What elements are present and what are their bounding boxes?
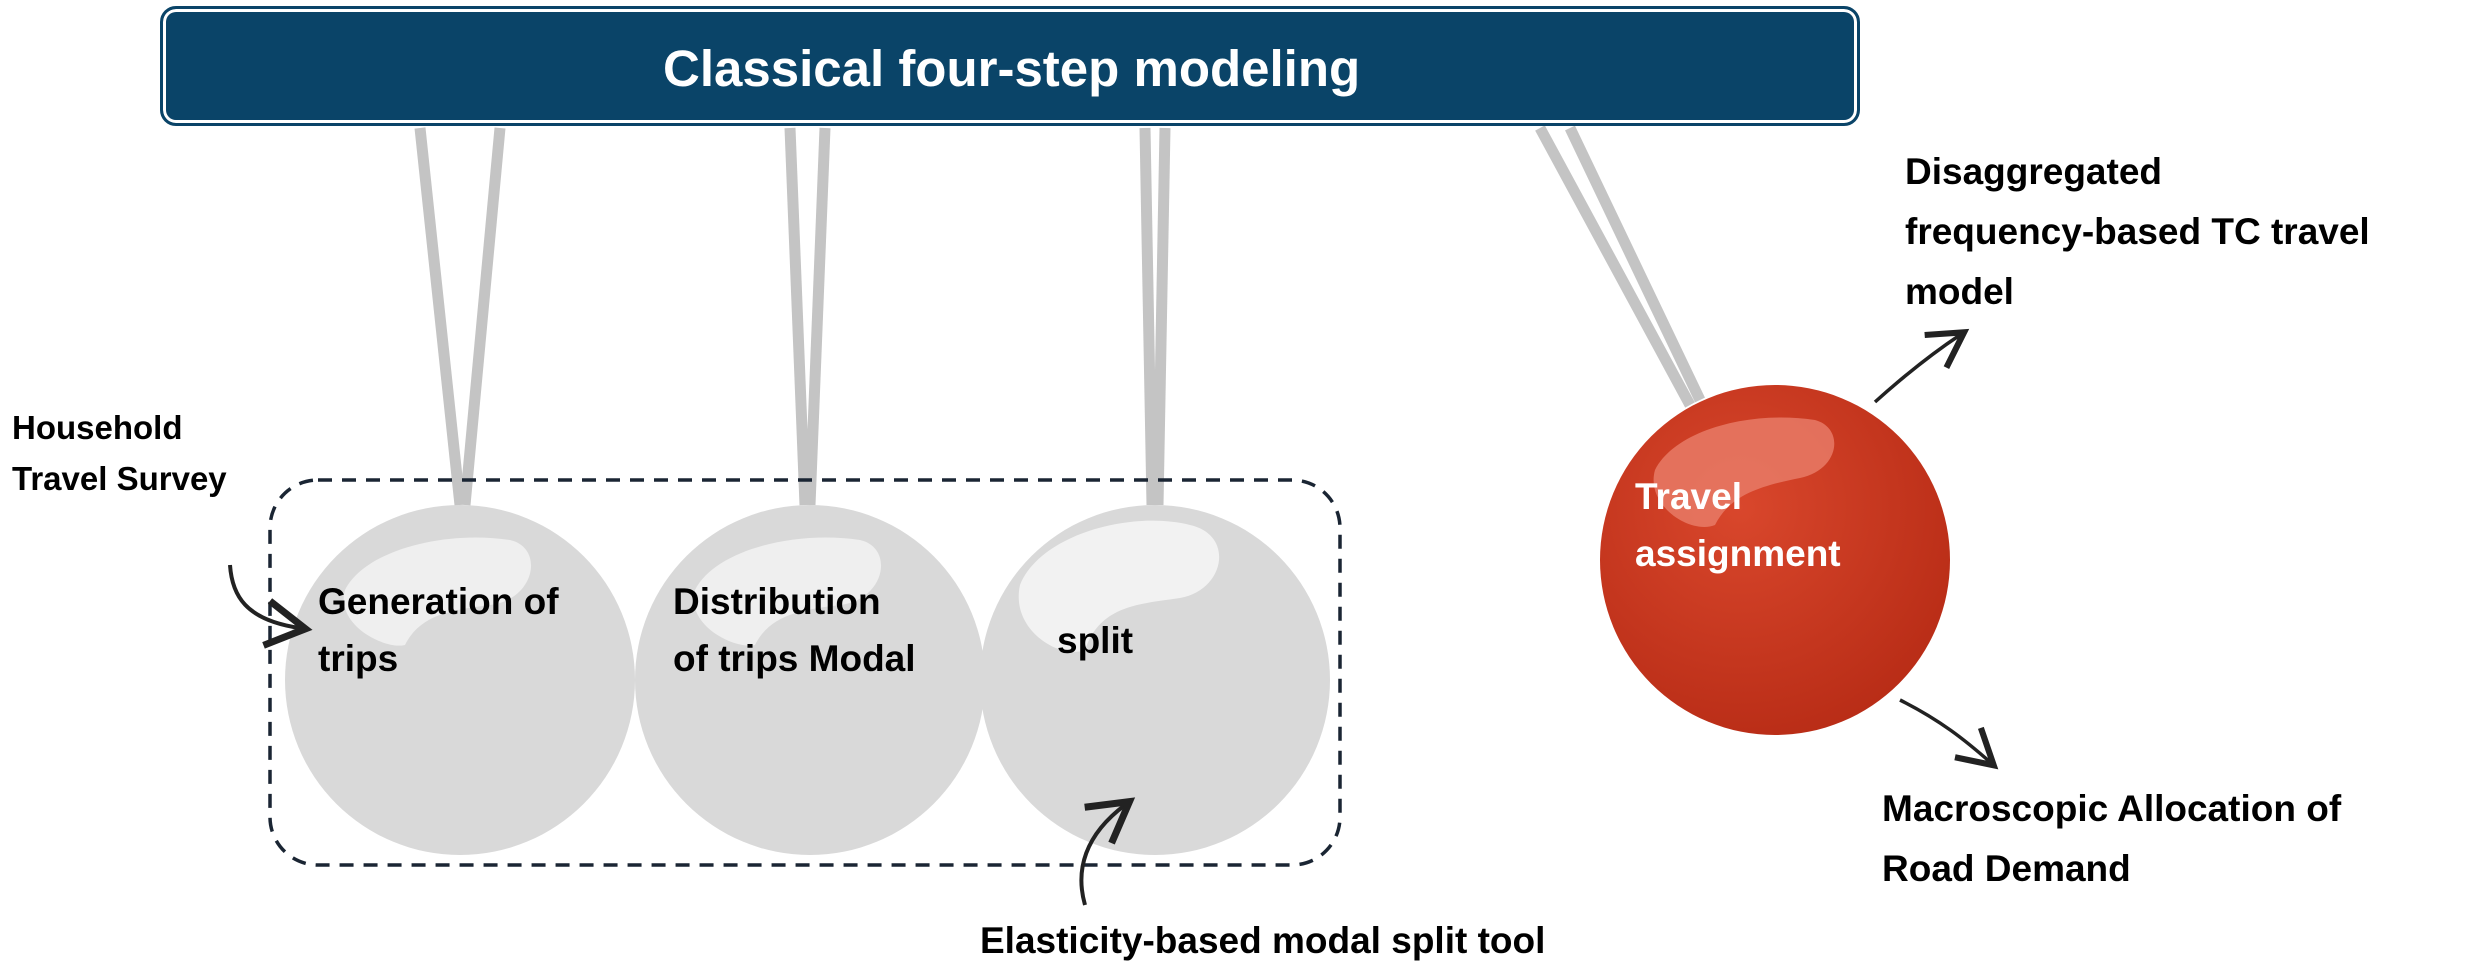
road-demand-arrow	[1899, 698, 1999, 770]
string-1a	[414, 127, 466, 506]
diagram-title: Classical four-step modeling	[663, 40, 1361, 97]
tc-model-line: Disaggregated	[1905, 151, 2163, 192]
tc-model-line: model	[1905, 271, 2014, 312]
road-demand-line: Macroscopic Allocation of	[1882, 788, 2342, 829]
step-line: Travel	[1635, 476, 1742, 517]
elasticity-arrow	[1079, 797, 1136, 906]
step-line: Generation of	[318, 581, 559, 622]
step-line: assignment	[1635, 533, 1841, 574]
tc-model-arrow	[1873, 328, 1970, 404]
string-2a	[784, 127, 811, 506]
step-label-modal-split: split	[1057, 612, 1133, 669]
household-survey-label: Household Travel Survey	[12, 402, 227, 504]
tc-model-label: Disaggregated frequency-based TC travel …	[1905, 142, 2370, 322]
ball-modal-split	[980, 505, 1330, 855]
pendulum-strings	[414, 125, 1705, 506]
road-demand-label: Macroscopic Allocation of Road Demand	[1882, 779, 2341, 899]
ball-generation	[285, 505, 635, 855]
tc-model-line: frequency-based TC travel	[1905, 211, 2370, 252]
ball-travel-assignment	[1600, 385, 1950, 735]
elasticity-tool-label: Elasticity-based modal split tool	[980, 912, 1545, 969]
elasticity-line: Elasticity-based modal split tool	[980, 920, 1546, 961]
step-line: Distribution	[673, 581, 881, 622]
string-4b	[1565, 125, 1705, 403]
survey-line: Travel Survey	[12, 460, 227, 497]
string-2b	[804, 127, 831, 506]
string-3b	[1152, 127, 1171, 506]
step-line: of trips Modal	[673, 638, 916, 679]
step-line: split	[1057, 620, 1134, 661]
title-bar: Classical four-step modeling	[160, 6, 1860, 126]
survey-line: Household	[12, 409, 183, 446]
ball-distribution	[635, 505, 985, 855]
step-group-box	[268, 478, 1342, 867]
road-demand-line: Road Demand	[1882, 848, 2131, 889]
survey-arrow	[228, 564, 313, 649]
string-4a	[1535, 125, 1695, 408]
step-line: trips	[318, 638, 399, 679]
string-1b	[459, 127, 506, 506]
step-label-generation: Generation of trips	[318, 573, 559, 687]
string-3a	[1139, 127, 1158, 506]
step-label-distribution: Distribution of trips Modal	[673, 573, 916, 687]
step-label-travel-assignment: Travel assignment	[1635, 468, 1841, 582]
